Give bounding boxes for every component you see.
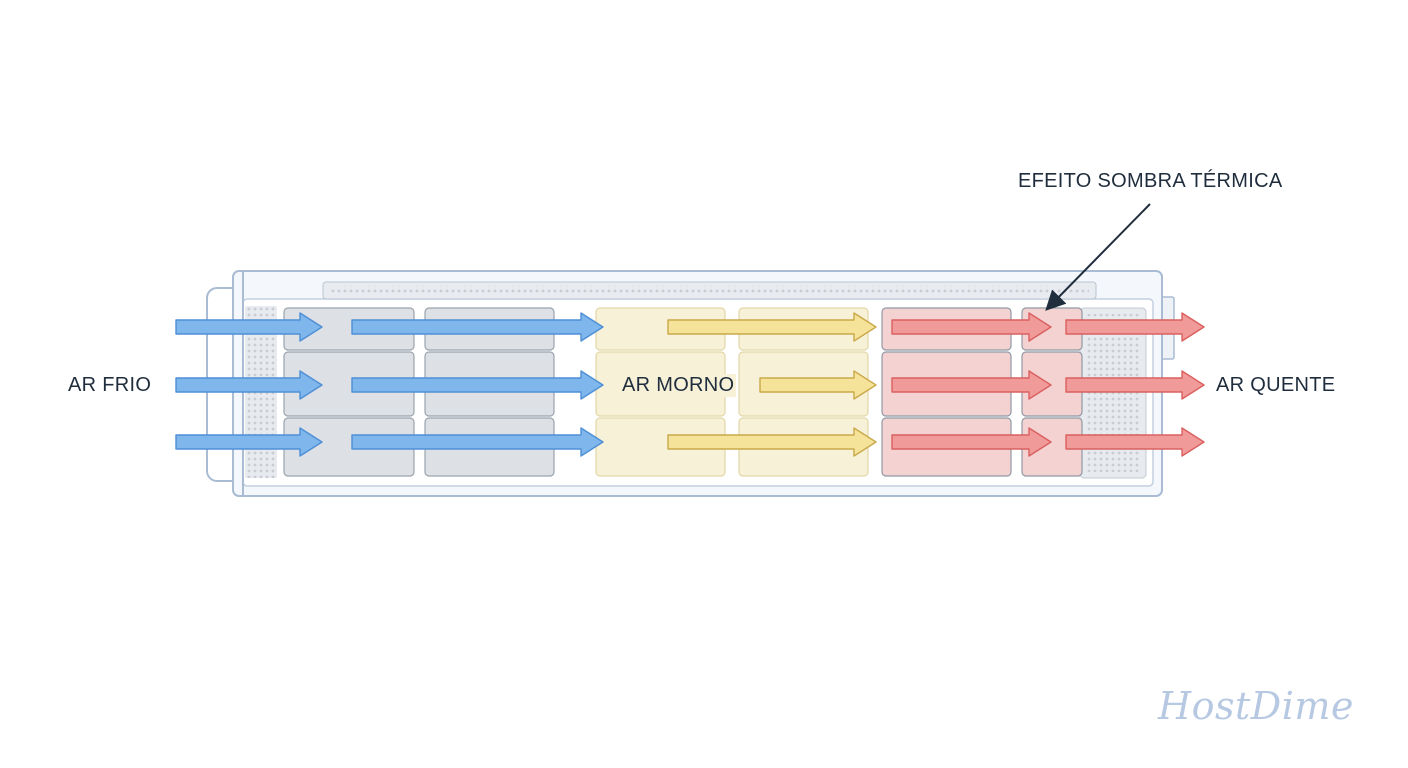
cold-air-arrow-0 [351,312,604,342]
warm-air-arrow-2 [667,427,877,457]
brand-watermark: HostDime [1158,684,1354,728]
warm-air-arrow-0 [667,312,877,342]
cold-air-arrow-2 [351,427,604,457]
thermal-shadow-label: EFEITO SOMBRA TÉRMICA [1018,170,1283,192]
hot-air-label: AR QUENTE [1216,374,1336,396]
warm-air-label: AR MORNO [620,374,737,397]
cold-air-label: AR FRIO [68,374,152,396]
cold-air-arrow-inlet-2 [175,427,323,457]
top-vent-dots [330,286,1089,295]
hot-air-arrow-0 [891,312,1052,342]
hot-air-arrow-1 [891,370,1052,400]
airflow-arrows [175,312,1205,457]
cold-air-arrow-inlet-0 [175,312,323,342]
hot-air-arrow-outlet-0 [1065,312,1205,342]
cold-air-arrow-1 [351,370,604,400]
hot-air-arrow-outlet-2 [1065,427,1205,457]
hot-air-arrow-2 [891,427,1052,457]
component-blocks [283,307,1083,477]
warm-air-arrow-1 [759,370,877,400]
hot-air-arrow-outlet-1 [1065,370,1205,400]
cold-air-arrow-inlet-1 [175,370,323,400]
thermal-shadow-callout-arrow [1045,203,1151,311]
